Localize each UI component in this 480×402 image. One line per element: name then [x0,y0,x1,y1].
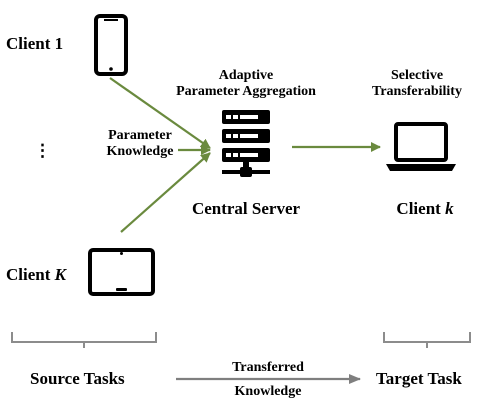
target-bracket [383,332,471,348]
source-bracket [11,332,157,348]
parameter-knowledge-label: Parameter Knowledge [88,128,192,160]
tablet-icon [88,248,155,296]
central-server-label: Central Server [191,199,301,218]
target-title-line2: Transferability [372,84,462,100]
server-title-line2: Parameter Aggregation [176,84,316,100]
client-k-prefix: Client [396,199,441,218]
smartphone-icon [94,14,128,76]
server-icon [222,110,270,177]
client-K-index: K [54,265,66,284]
arrow-clientK-to-server [120,152,211,233]
client-1-index: 1 [54,34,64,53]
client-K-label: Client K [6,265,66,285]
parameter-knowledge-line2: Knowledge [106,144,174,160]
client-1-label: Client 1 [6,34,63,54]
client-ellipsis: ⋮ [34,141,51,160]
target-task-label: Target Task [376,369,462,388]
target-title-line1: Selective [390,68,444,83]
client-k-label: Client k [370,199,480,219]
client-k-index: k [445,199,454,218]
arrow-client1-to-server [109,77,211,149]
transferred-knowledge-label: Transferred Knowledge [200,360,336,400]
transferred-knowledge-line1: Transferred [232,360,304,375]
transferred-knowledge-line2: Knowledge [234,384,302,400]
target-title: Selective Transferability [352,68,480,100]
source-tasks-label: Source Tasks [30,369,125,388]
server-title-line1: Adaptive [218,68,274,83]
client-1-prefix: Client [6,34,51,53]
laptop-icon [386,122,456,171]
server-title: Adaptive Parameter Aggregation [156,68,336,100]
client-K-prefix: Client [6,265,51,284]
parameter-knowledge-line1: Parameter [108,128,172,143]
